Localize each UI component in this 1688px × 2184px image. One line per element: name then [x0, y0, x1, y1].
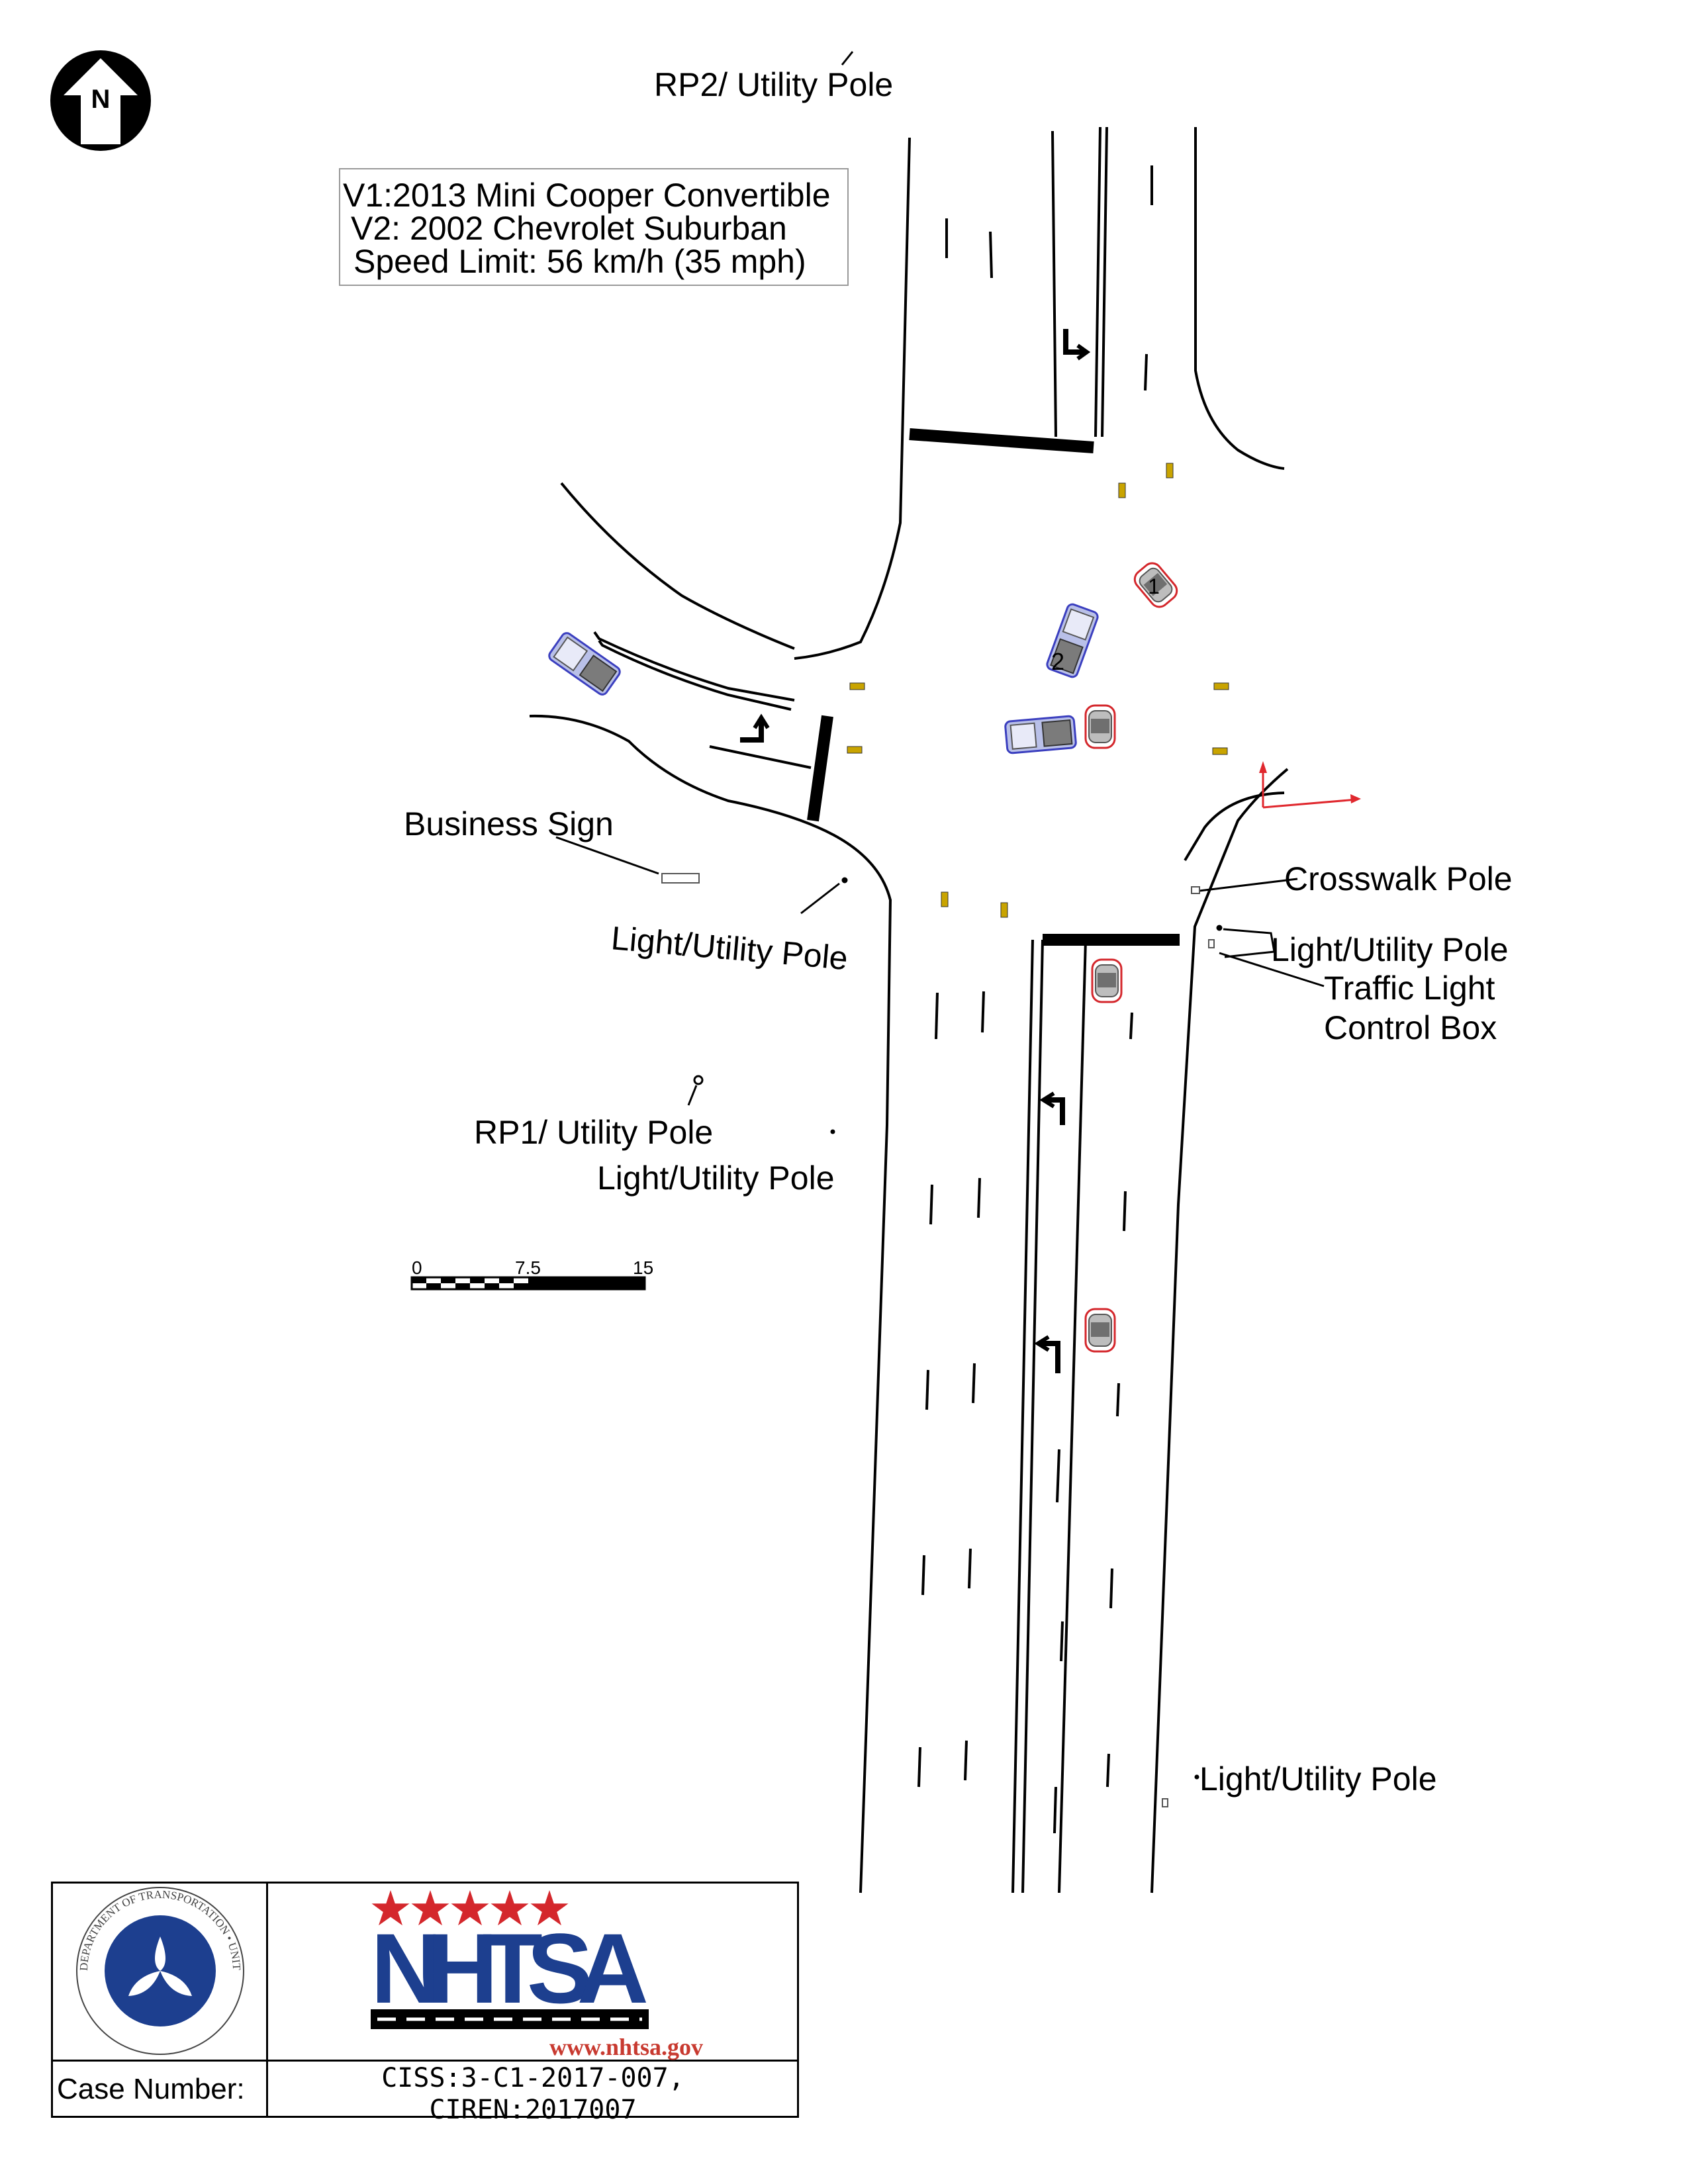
case-number-value: CISS:3-C1-2017-007, CIREN:2017007	[271, 2062, 794, 2126]
turn-arrow-icon	[1046, 1097, 1065, 1125]
label-light-utility-pole-southeast: Light/Utility Pole	[1199, 1760, 1437, 1797]
label-rp1-utility-pole: RP1/ Utility Pole	[474, 1114, 713, 1151]
star-row-icon	[371, 1890, 569, 1926]
vehicle-1-number: 1	[1148, 574, 1160, 598]
turn-arrow-icon	[740, 721, 764, 743]
road-edges	[529, 126, 1289, 1893]
label-control-box: Control Box	[1324, 1009, 1497, 1046]
nhtsa-url: www.nhtsa.gov	[549, 2034, 704, 2060]
site-labels: RP2/ Utility Pole Business Sign Light/Ut…	[404, 66, 1513, 1797]
turn-arrow-icon	[1039, 1341, 1060, 1373]
lane-arrows	[740, 329, 1091, 1373]
dot-seal-logo: DEPARTMENT OF TRANSPORTATION • UNITED ST…	[53, 1884, 244, 2055]
vehicles: 1 2	[546, 558, 1182, 1353]
vehicle-info-box: V1:2013 Mini Cooper Convertible V2: 2002…	[339, 168, 849, 286]
north-letter: N	[91, 85, 111, 114]
case-number-line-2: CIREN:2017007	[429, 2095, 637, 2125]
scale-bar: 0 7.5 15	[410, 1257, 653, 1291]
case-number-line-1: CISS:3-C1-2017-007,	[381, 2063, 684, 2093]
scale-tick-15: 15	[633, 1257, 653, 1278]
vehicle-v1-impact	[1084, 704, 1116, 749]
label-crosswalk-pole: Crosswalk Pole	[1284, 860, 1513, 897]
label-light-utility-pole-southwest: Light/Utility Pole	[597, 1160, 835, 1197]
info-speed-limit: Speed Limit: 56 km/h (35 mph)	[353, 243, 806, 280]
title-block: DEPARTMENT OF TRANSPORTATION • UNITED ST…	[51, 1882, 799, 2125]
scale-tick-7-5: 7.5	[515, 1257, 541, 1278]
lane-dashes	[917, 165, 1153, 1834]
label-traffic-light: Traffic Light	[1324, 970, 1495, 1007]
info-v2: V2: 2002 Chevrolet Suburban	[351, 210, 787, 247]
north-arrow-icon: N	[50, 50, 151, 151]
scale-tick-0: 0	[412, 1257, 422, 1278]
reference-axes-icon	[1259, 761, 1361, 809]
vehicle-v2-impact	[1004, 715, 1078, 754]
vehicle-v2-approach	[546, 630, 623, 698]
info-v1: V1:2013 Mini Cooper Convertible	[343, 177, 831, 214]
stop-bars	[807, 428, 1180, 946]
vehicle-2-number: 2	[1051, 648, 1064, 675]
case-number-label: Case Number:	[57, 2073, 245, 2105]
turn-arrow-icon	[1063, 329, 1084, 355]
org-name: NHTSA	[371, 1913, 649, 2024]
nhtsa-logo: NHTSA	[371, 1890, 649, 2029]
label-light-utility-pole-east: Light/Utility Pole	[1271, 931, 1509, 968]
vehicle-v1-stop	[1091, 958, 1123, 1003]
traffic-signal-icons	[847, 463, 1229, 918]
label-business-sign: Business Sign	[404, 805, 614, 842]
vehicle-v1-approach	[1084, 1308, 1116, 1353]
label-rp2-utility-pole: RP2/ Utility Pole	[654, 66, 893, 103]
label-light-utility-pole-west: Light/Utility Pole	[610, 919, 849, 977]
leader-lines	[555, 51, 1325, 1807]
